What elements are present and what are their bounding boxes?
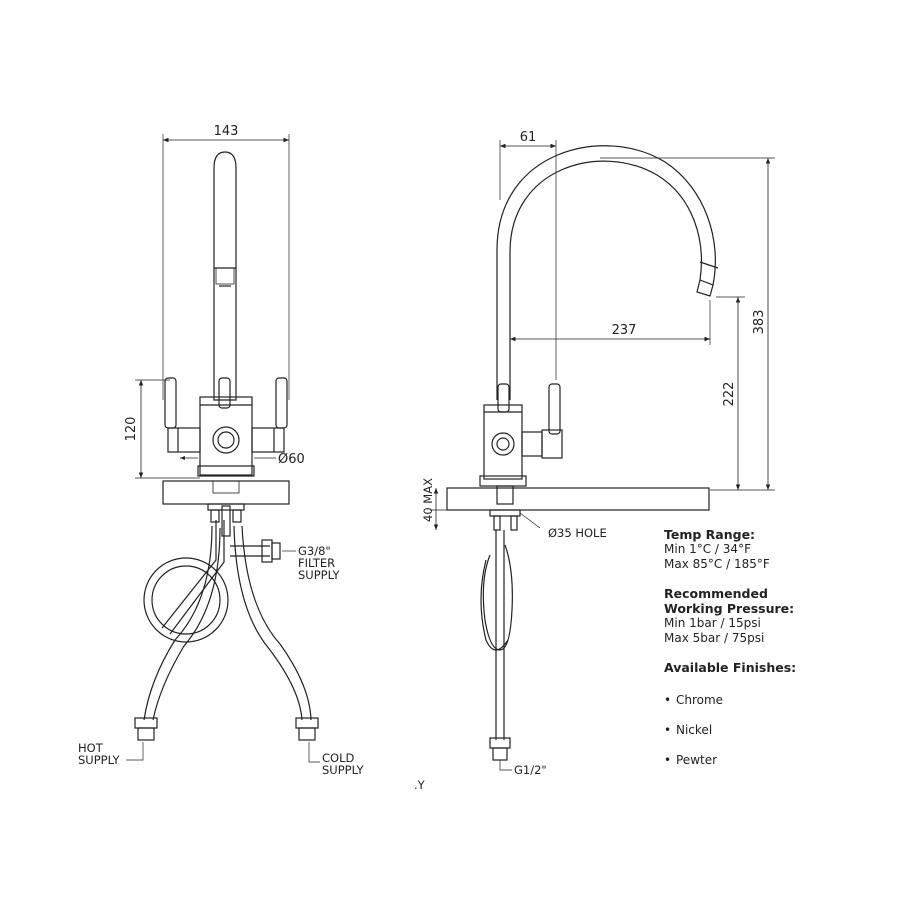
dim-side-total-height: 383 [752,310,767,335]
stray-mark: .Y [414,778,426,792]
finish-label: Chrome [676,693,724,707]
pressure-heading-line-2: Working Pressure: [664,601,795,616]
front-view [126,134,320,763]
pressure-max: Max 5bar / 75psi [664,631,765,645]
temp-range-heading: Temp Range: [664,527,756,542]
cold-label-line-2: SUPPLY [322,763,364,777]
finish-item: •Nickel [664,723,713,737]
pressure-min: Min 1bar / 15psi [664,616,761,630]
filter-label-line-1: G3/8" [298,544,331,558]
dim-side-deck-max: 40 MAX [421,478,435,522]
hot-label-line-1: HOT [78,741,104,755]
temp-max: Max 85°C / 185°F [664,557,770,571]
temp-min: Min 1°C / 34°F [664,542,751,556]
finish-label: Nickel [676,723,713,737]
dim-side-hole: Ø35 HOLE [548,526,607,540]
finish-item: •Chrome [664,693,724,707]
finishes-heading: Available Finishes: [664,660,797,675]
pressure-heading-line-1: Recommended [664,586,768,601]
dim-front-base-diameter: Ø60 [278,452,305,467]
filter-label-line-2: FILTER [298,556,335,570]
side-view [430,140,775,771]
finish-item: •Pewter [664,753,718,767]
filter-label-line-3: SUPPLY [298,568,340,582]
dim-side-spout-height: 222 [722,382,737,407]
cold-label-line-1: COLD [322,751,354,765]
dim-side-connector: G1/2" [514,763,547,777]
finish-label: Pewter [676,753,718,767]
hot-label-line-2: SUPPLY [78,753,120,767]
specifications-panel: Temp Range: Min 1°C / 34°F Max 85°C / 18… [664,527,894,768]
dim-front-width: 143 [214,124,239,139]
dim-side-reach: 237 [612,323,637,338]
dim-front-handle-height: 120 [124,417,139,442]
dim-side-offset: 61 [520,130,537,145]
